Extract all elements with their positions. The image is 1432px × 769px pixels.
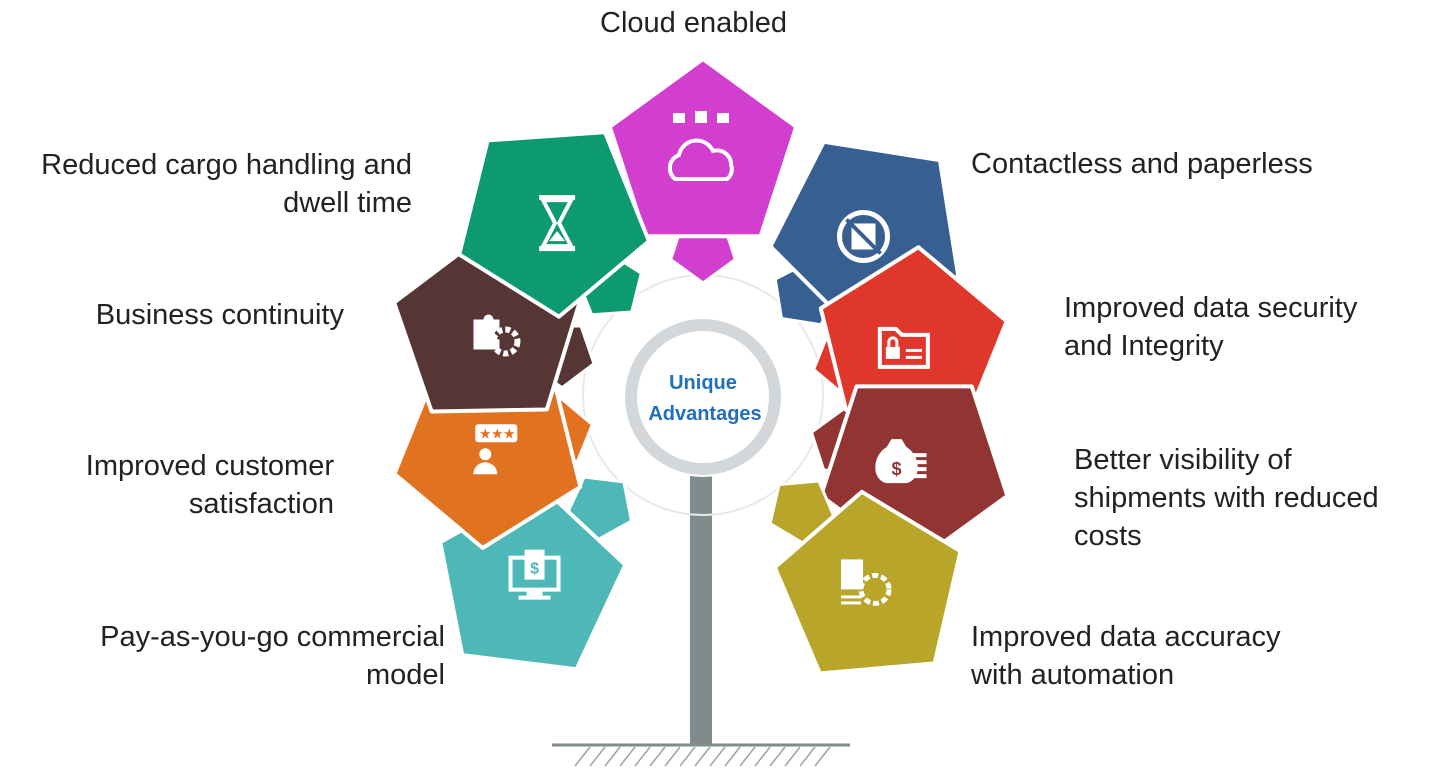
label-line: Better visibility of [1074, 444, 1292, 476]
svg-text:$: $ [530, 561, 539, 578]
money-bag-icon: $ [875, 439, 927, 484]
label-contactless: Contactless and paperless [971, 145, 1313, 183]
petal-security [812, 245, 1009, 431]
hourglass-icon [539, 195, 576, 252]
customer-rating-icon: ★★★ [473, 424, 518, 475]
svg-text:★: ★ [503, 426, 516, 442]
petal-body [607, 57, 799, 239]
label-line: Contactless and paperless [971, 148, 1313, 180]
label-continuity: Business continuity [96, 296, 344, 334]
secure-folder-icon [877, 326, 930, 369]
label-cloud: Cloud enabled [600, 4, 787, 42]
label-line: with automation [971, 659, 1175, 691]
label-accuracy: Improved data accuracy with automation [971, 618, 1280, 694]
label-line: Improved data security [1064, 292, 1358, 324]
label-line: dwell time [283, 187, 412, 219]
center-ring [625, 319, 781, 475]
label-satisfaction: Improved customer satisfaction [86, 447, 334, 523]
center-title-line-2: Advantages [648, 403, 761, 425]
label-payg: Pay-as-you-go commercial model [100, 618, 445, 694]
cloud-icon [667, 111, 734, 181]
label-line: model [366, 659, 445, 691]
svg-text:★: ★ [479, 426, 492, 442]
label-line: satisfaction [188, 488, 334, 520]
label-line: Improved customer [85, 450, 334, 482]
petal-cloud [607, 57, 799, 285]
label-line: Pay-as-you-go commercial [100, 621, 445, 653]
ground-hatch [574, 746, 831, 767]
no-document-icon [837, 209, 891, 263]
label-security: Improved data security and Integrity [1064, 289, 1357, 365]
puzzle-gear-icon [473, 314, 521, 357]
label-dwell: Reduced cargo handling and dwell time [41, 146, 412, 222]
svg-text:★: ★ [491, 426, 504, 442]
petal-body [772, 489, 963, 676]
petal-dwell [457, 130, 651, 319]
label-line: Cloud enabled [600, 7, 788, 39]
tree-stem [690, 470, 712, 745]
label-line: Reduced cargo handling and [41, 149, 412, 181]
label-line: shipments with reduced [1074, 482, 1379, 514]
label-visibility: Better visibility of shipments with redu… [1074, 441, 1379, 555]
petals-layer: $$★★★ [392, 57, 1010, 676]
label-line: Business continuity [95, 299, 344, 331]
petal-accuracy [768, 479, 963, 676]
document-gear-icon [841, 559, 892, 606]
center-title-line-1: Unique [669, 372, 737, 394]
label-line: Improved data accuracy [971, 621, 1281, 653]
label-line: and Integrity [1064, 330, 1224, 362]
label-line: costs [1074, 520, 1142, 552]
computer-dollar-icon: $ [508, 549, 561, 600]
svg-text:$: $ [892, 459, 902, 479]
